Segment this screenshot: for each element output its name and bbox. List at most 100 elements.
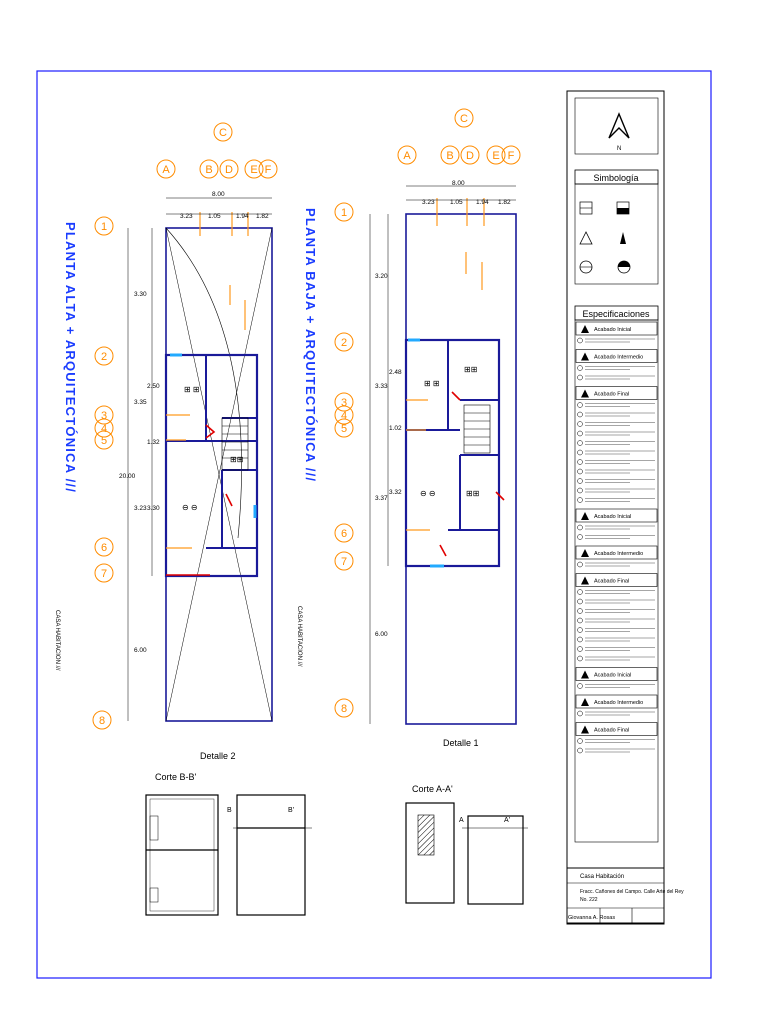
svg-text:⊞⊞: ⊞⊞ (466, 489, 479, 498)
spec-heading: Acabado Inicial (594, 514, 631, 520)
svg-text:6.00: 6.00 (134, 647, 147, 654)
svg-text:A: A (459, 817, 464, 824)
svg-text:1.94: 1.94 (476, 199, 489, 206)
svg-text:⊞ ⊞: ⊞ ⊞ (424, 379, 440, 388)
spec-heading-box (575, 386, 658, 400)
spec-heading: Acabado Intermedio (594, 551, 643, 557)
svg-text:F: F (508, 150, 515, 162)
address-line-2: No. 222 (580, 897, 598, 903)
dimension-marks (166, 212, 249, 549)
spec-bullet-icon (577, 421, 583, 427)
finish-icon (581, 325, 589, 333)
section-bb-title: Corte B-B' (155, 772, 197, 782)
svg-text:2.50: 2.50 (147, 383, 160, 390)
address-line-1: Fracc. Cañones del Campo. Calle Arte del… (580, 889, 684, 895)
plan-right-title: PLANTA BAJA + ARQUITECTÓNICA /// (303, 208, 318, 482)
plan-right-subtitle: CASA HABITACION /// (296, 606, 302, 667)
svg-text:A: A (162, 164, 170, 176)
svg-text:3.32: 3.32 (389, 489, 402, 496)
svg-text:B: B (227, 807, 232, 814)
svg-text:8: 8 (341, 703, 347, 715)
svg-text:5: 5 (101, 435, 107, 447)
specs-title: Especificaciones (582, 309, 650, 319)
svg-text:3: 3 (101, 410, 107, 422)
spec-heading: Acabado Intermedio (594, 355, 643, 361)
svg-text:⊖ ⊖: ⊖ ⊖ (420, 489, 436, 498)
symbol-level-icon (579, 231, 593, 245)
svg-text:B: B (446, 150, 453, 162)
spec-heading: Acabado Final (594, 728, 629, 734)
vertical-dimensions (369, 214, 389, 724)
svg-text:4: 4 (341, 410, 347, 422)
symbol-detail-icon (618, 261, 630, 267)
spec-heading-box (575, 545, 658, 560)
spec-heading-box (575, 321, 658, 336)
author-name: Giovanna A. Rosas (568, 915, 615, 921)
svg-text:1.82: 1.82 (256, 213, 269, 220)
vertical-dimensions (127, 228, 153, 721)
plan-left-subtitle: CASA HABITACION /// (54, 610, 60, 671)
spec-bullet-icon (577, 710, 583, 717)
svg-text:1.82: 1.82 (498, 199, 511, 206)
spec-bullet-icon (577, 487, 583, 494)
finish-icon (581, 389, 589, 398)
spec-bullet-icon (577, 365, 583, 371)
spec-bullet-icon (577, 534, 583, 540)
spec-bullet-icon (577, 402, 583, 408)
spec-heading: Acabado Final (594, 579, 629, 585)
svg-text:3.23: 3.23 (422, 199, 435, 206)
svg-text:B': B' (288, 807, 294, 814)
spec-bullet-icon (577, 646, 583, 652)
svg-text:8.00: 8.00 (212, 191, 225, 198)
north-arrow-icon (608, 112, 630, 139)
diagonal (165, 227, 273, 722)
arc-line (165, 227, 242, 539)
svg-text:1.05: 1.05 (208, 213, 221, 220)
spec-bullet-icon (577, 598, 583, 605)
svg-text:E: E (492, 150, 499, 162)
horizontal-dimensions (406, 185, 516, 201)
spec-bullet-icon (577, 608, 583, 614)
horizontal-dimension-labels: 8.00 3.23 1.05 1.94 1.82 (180, 191, 269, 220)
spec-bullet-icon (577, 617, 583, 624)
spec-bullet-icon (577, 478, 583, 484)
svg-text:2: 2 (341, 337, 347, 349)
finish-icon (581, 725, 589, 734)
project-name: Casa Habitación (580, 874, 624, 880)
svg-text:1.94: 1.94 (236, 213, 249, 220)
svg-text:4: 4 (101, 423, 107, 435)
sheet-frame (36, 70, 712, 979)
spec-bullet-icon (577, 589, 583, 595)
spec-bullet-icon (577, 374, 583, 381)
svg-text:E: E (250, 164, 257, 176)
finish-icon (581, 576, 589, 585)
plan-ground-floor: PLANTA BAJA + ARQUITECTÓNICA /// CASA HA… (296, 108, 521, 748)
spec-bullet-icon (577, 459, 583, 465)
svg-text:⊞ ⊞: ⊞ ⊞ (184, 385, 200, 394)
vertical-dimension-labels: 3.30 2.50 3.35 1.32 3.30 3.23 6.00 20.00 (119, 291, 160, 654)
svg-text:8.00: 8.00 (452, 180, 465, 187)
spec-bullet-icon (577, 411, 583, 418)
spec-heading: Acabado Final (594, 392, 629, 398)
svg-text:2.48: 2.48 (389, 369, 402, 376)
svg-text:3: 3 (341, 397, 347, 409)
finish-icon (581, 549, 589, 557)
svg-text:3.35: 3.35 (134, 399, 147, 406)
svg-text:1.02: 1.02 (389, 425, 402, 432)
finish-icon (581, 698, 589, 706)
svg-text:3.23: 3.23 (134, 505, 147, 512)
detail-right-label: Detalle 1 (443, 738, 479, 748)
spec-heading: Acabado Inicial (594, 673, 631, 679)
spec-bullet-icon (577, 738, 583, 744)
svg-text:8: 8 (99, 715, 105, 727)
svg-text:6.00: 6.00 (375, 631, 388, 638)
spec-bullet-icon (577, 683, 583, 689)
spec-bullet-icon (577, 497, 583, 503)
spec-heading-box (575, 722, 658, 736)
svg-text:1.32: 1.32 (147, 439, 160, 446)
svg-text:20.00: 20.00 (119, 473, 136, 480)
symbology-title: Simbología (593, 173, 638, 183)
spec-heading: Acabado Inicial (594, 327, 631, 333)
building-walls: ⊞ ⊞ ⊞⊞ ⊖ ⊖ (164, 353, 259, 578)
spec-bullet-icon (577, 430, 583, 437)
